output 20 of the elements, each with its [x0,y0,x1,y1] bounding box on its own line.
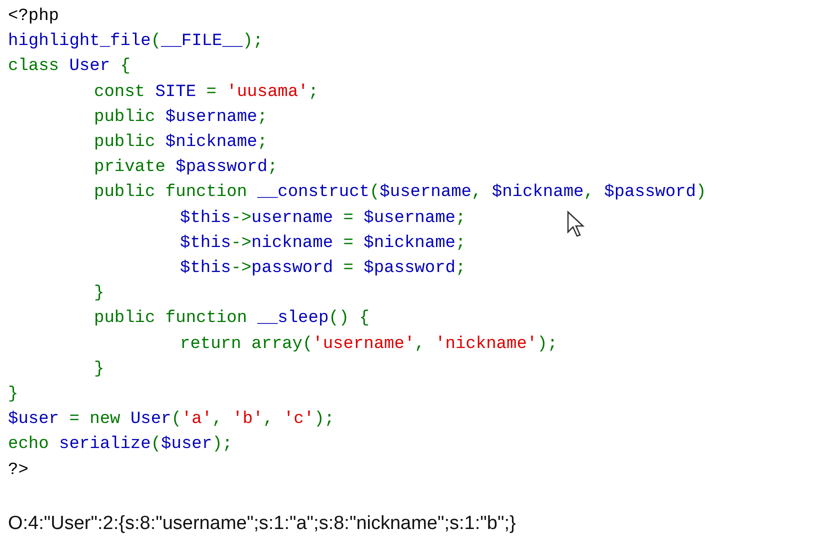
code-line: public function __construct($username, $nickname, $password) [94,182,706,204]
code-line: class User { [8,56,130,78]
code-line: $user = new User('a', 'b', 'c'); [8,409,334,432]
code-line: highlight_file(__FILE__); [8,31,264,54]
code-line: } [8,384,18,406]
code-line: } [94,283,104,306]
output-text: O:4:"User":2:{s:8:"username";s:1:"a";s:8:"nickname";s:1:"b";} [8,513,516,535]
code-line: public function __sleep() { [94,308,370,330]
code-line: } [94,358,104,381]
code-line: public $nickname; [94,132,268,154]
code-line: $this->nickname = $nickname; [180,232,466,255]
code-line: private $password; [94,157,278,180]
code-line: $this->password = $password; [180,258,466,280]
code-line: $this->username = $username; [180,208,466,230]
code-line: return array('username', 'nickname'); [180,334,558,356]
code-line: const SITE = 'uusama'; [94,82,318,104]
code-line: <?php [8,6,60,28]
code-line: ?> [8,460,28,482]
code-line: public $username; [94,106,268,129]
code-line: echo serialize($user); [8,434,232,456]
